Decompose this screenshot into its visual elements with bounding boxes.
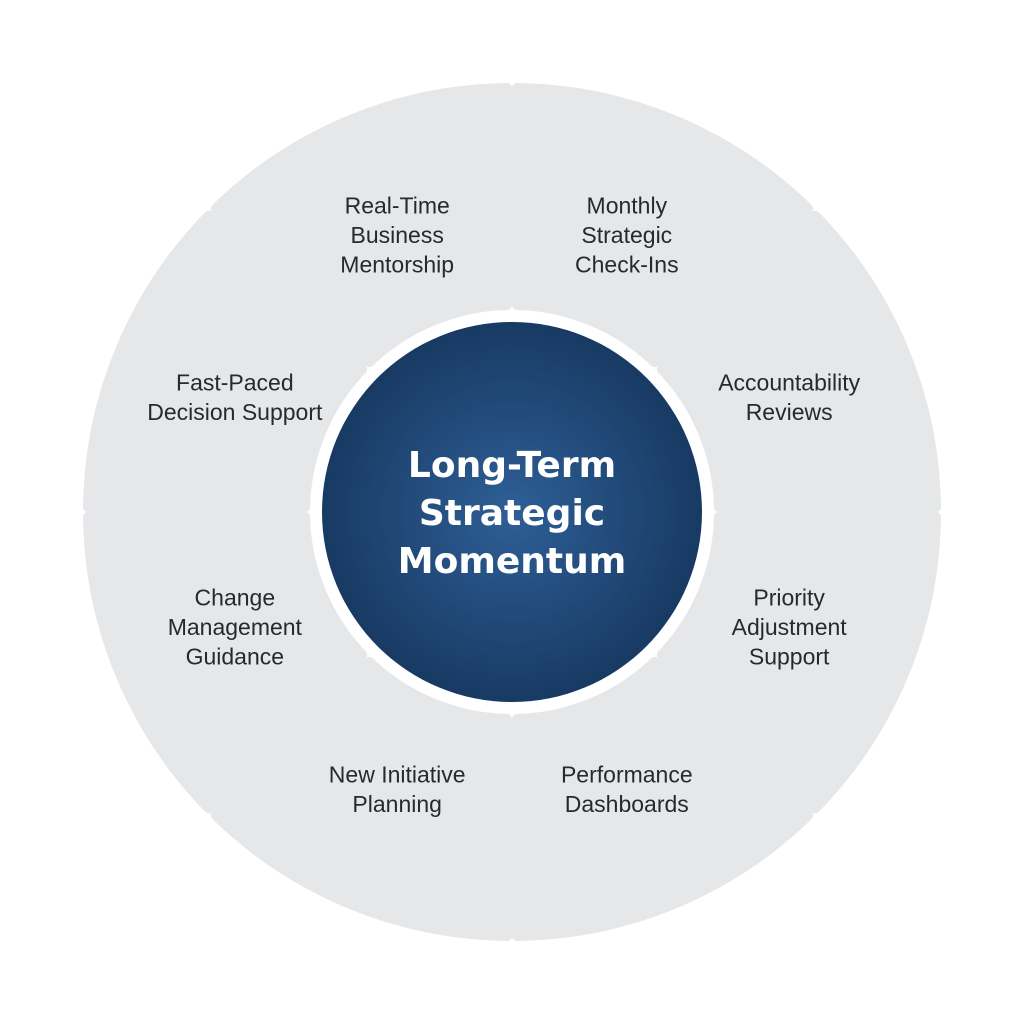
segment-shape <box>656 210 941 512</box>
segment-label-line: Fast-Paced <box>176 369 294 395</box>
segment-label-line: Accountability <box>718 369 860 395</box>
segment-label-line: Strategic <box>581 222 672 248</box>
segment-label-line: Dashboards <box>565 791 689 817</box>
hub-circle <box>322 322 702 702</box>
segment-label-line: Guidance <box>186 643 284 669</box>
segment-label-line: Change <box>195 584 276 610</box>
segment-label-line: Decision Support <box>147 399 323 425</box>
segment-shape <box>656 512 941 814</box>
segment-label-line: Monthly <box>587 192 668 218</box>
segment-label-line: Check-Ins <box>575 251 679 277</box>
hub-title-line: Strategic <box>419 493 605 534</box>
segment-label-line: Management <box>168 614 303 640</box>
segment-label-line: New Initiative <box>329 761 466 787</box>
segment-shape <box>210 83 512 368</box>
segment-label-line: Real-Time <box>345 192 450 218</box>
segment-label-line: Reviews <box>746 399 833 425</box>
segment-label-line: Adjustment <box>732 614 848 640</box>
segment-shape <box>512 656 814 941</box>
segment-shape <box>83 210 368 512</box>
hub-title-line: Long-Term <box>408 445 616 486</box>
segment-label-line: Priority <box>753 584 825 610</box>
segment-shape <box>512 83 814 368</box>
segment-label-line: Planning <box>352 791 442 817</box>
segment-label-line: Mentorship <box>340 251 454 277</box>
segment-shape <box>210 656 512 941</box>
segment-shape <box>83 512 368 814</box>
segment-label-line: Performance <box>561 761 693 787</box>
hub-title-line: Momentum <box>398 541 626 582</box>
segment-label-line: Support <box>749 643 830 669</box>
segment-label-line: Business <box>351 222 444 248</box>
